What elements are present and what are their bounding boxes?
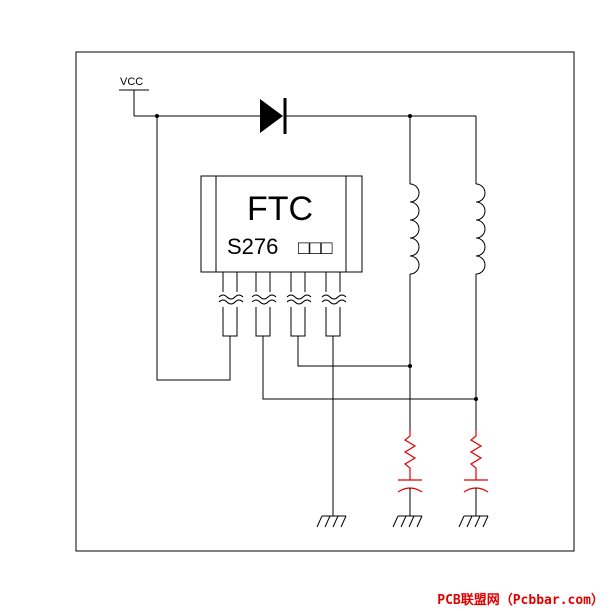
rc-snubber-2 — [463, 430, 489, 516]
junction-dot-pin2 — [474, 397, 478, 401]
ic-pin-1 — [218, 272, 244, 337]
top-rail — [134, 114, 476, 118]
vcc-feed-wire — [156, 116, 231, 381]
ic-pin-4 — [321, 272, 347, 337]
diagram-frame — [75, 51, 575, 552]
watermark-text: PCB联盟网（Pcbbar.com） — [437, 592, 604, 608]
ic-package: FTC S276 □□□ — [200, 175, 363, 273]
ic-brand-label: FTC — [247, 190, 313, 228]
pin3-output-wire — [297, 336, 410, 367]
pin2-output-wire — [262, 336, 476, 400]
ic-model-label: S276 — [227, 234, 278, 259]
ic-model-suffix: □□□ — [298, 238, 333, 259]
coil-2 — [474, 116, 486, 430]
junction-dot-pin3 — [408, 364, 412, 368]
rc-snubber-1 — [397, 430, 423, 516]
vcc-label: VCC — [120, 76, 143, 88]
coil-1 — [408, 116, 420, 430]
ic-pin-2 — [251, 272, 277, 337]
ground-symbol-3 — [458, 515, 489, 528]
diode-symbol — [260, 98, 287, 134]
ground-symbol-1 — [316, 515, 347, 528]
ground-symbol-2 — [392, 515, 423, 528]
vcc-symbol: VCC — [119, 76, 149, 116]
ic-pin-3 — [286, 272, 312, 337]
